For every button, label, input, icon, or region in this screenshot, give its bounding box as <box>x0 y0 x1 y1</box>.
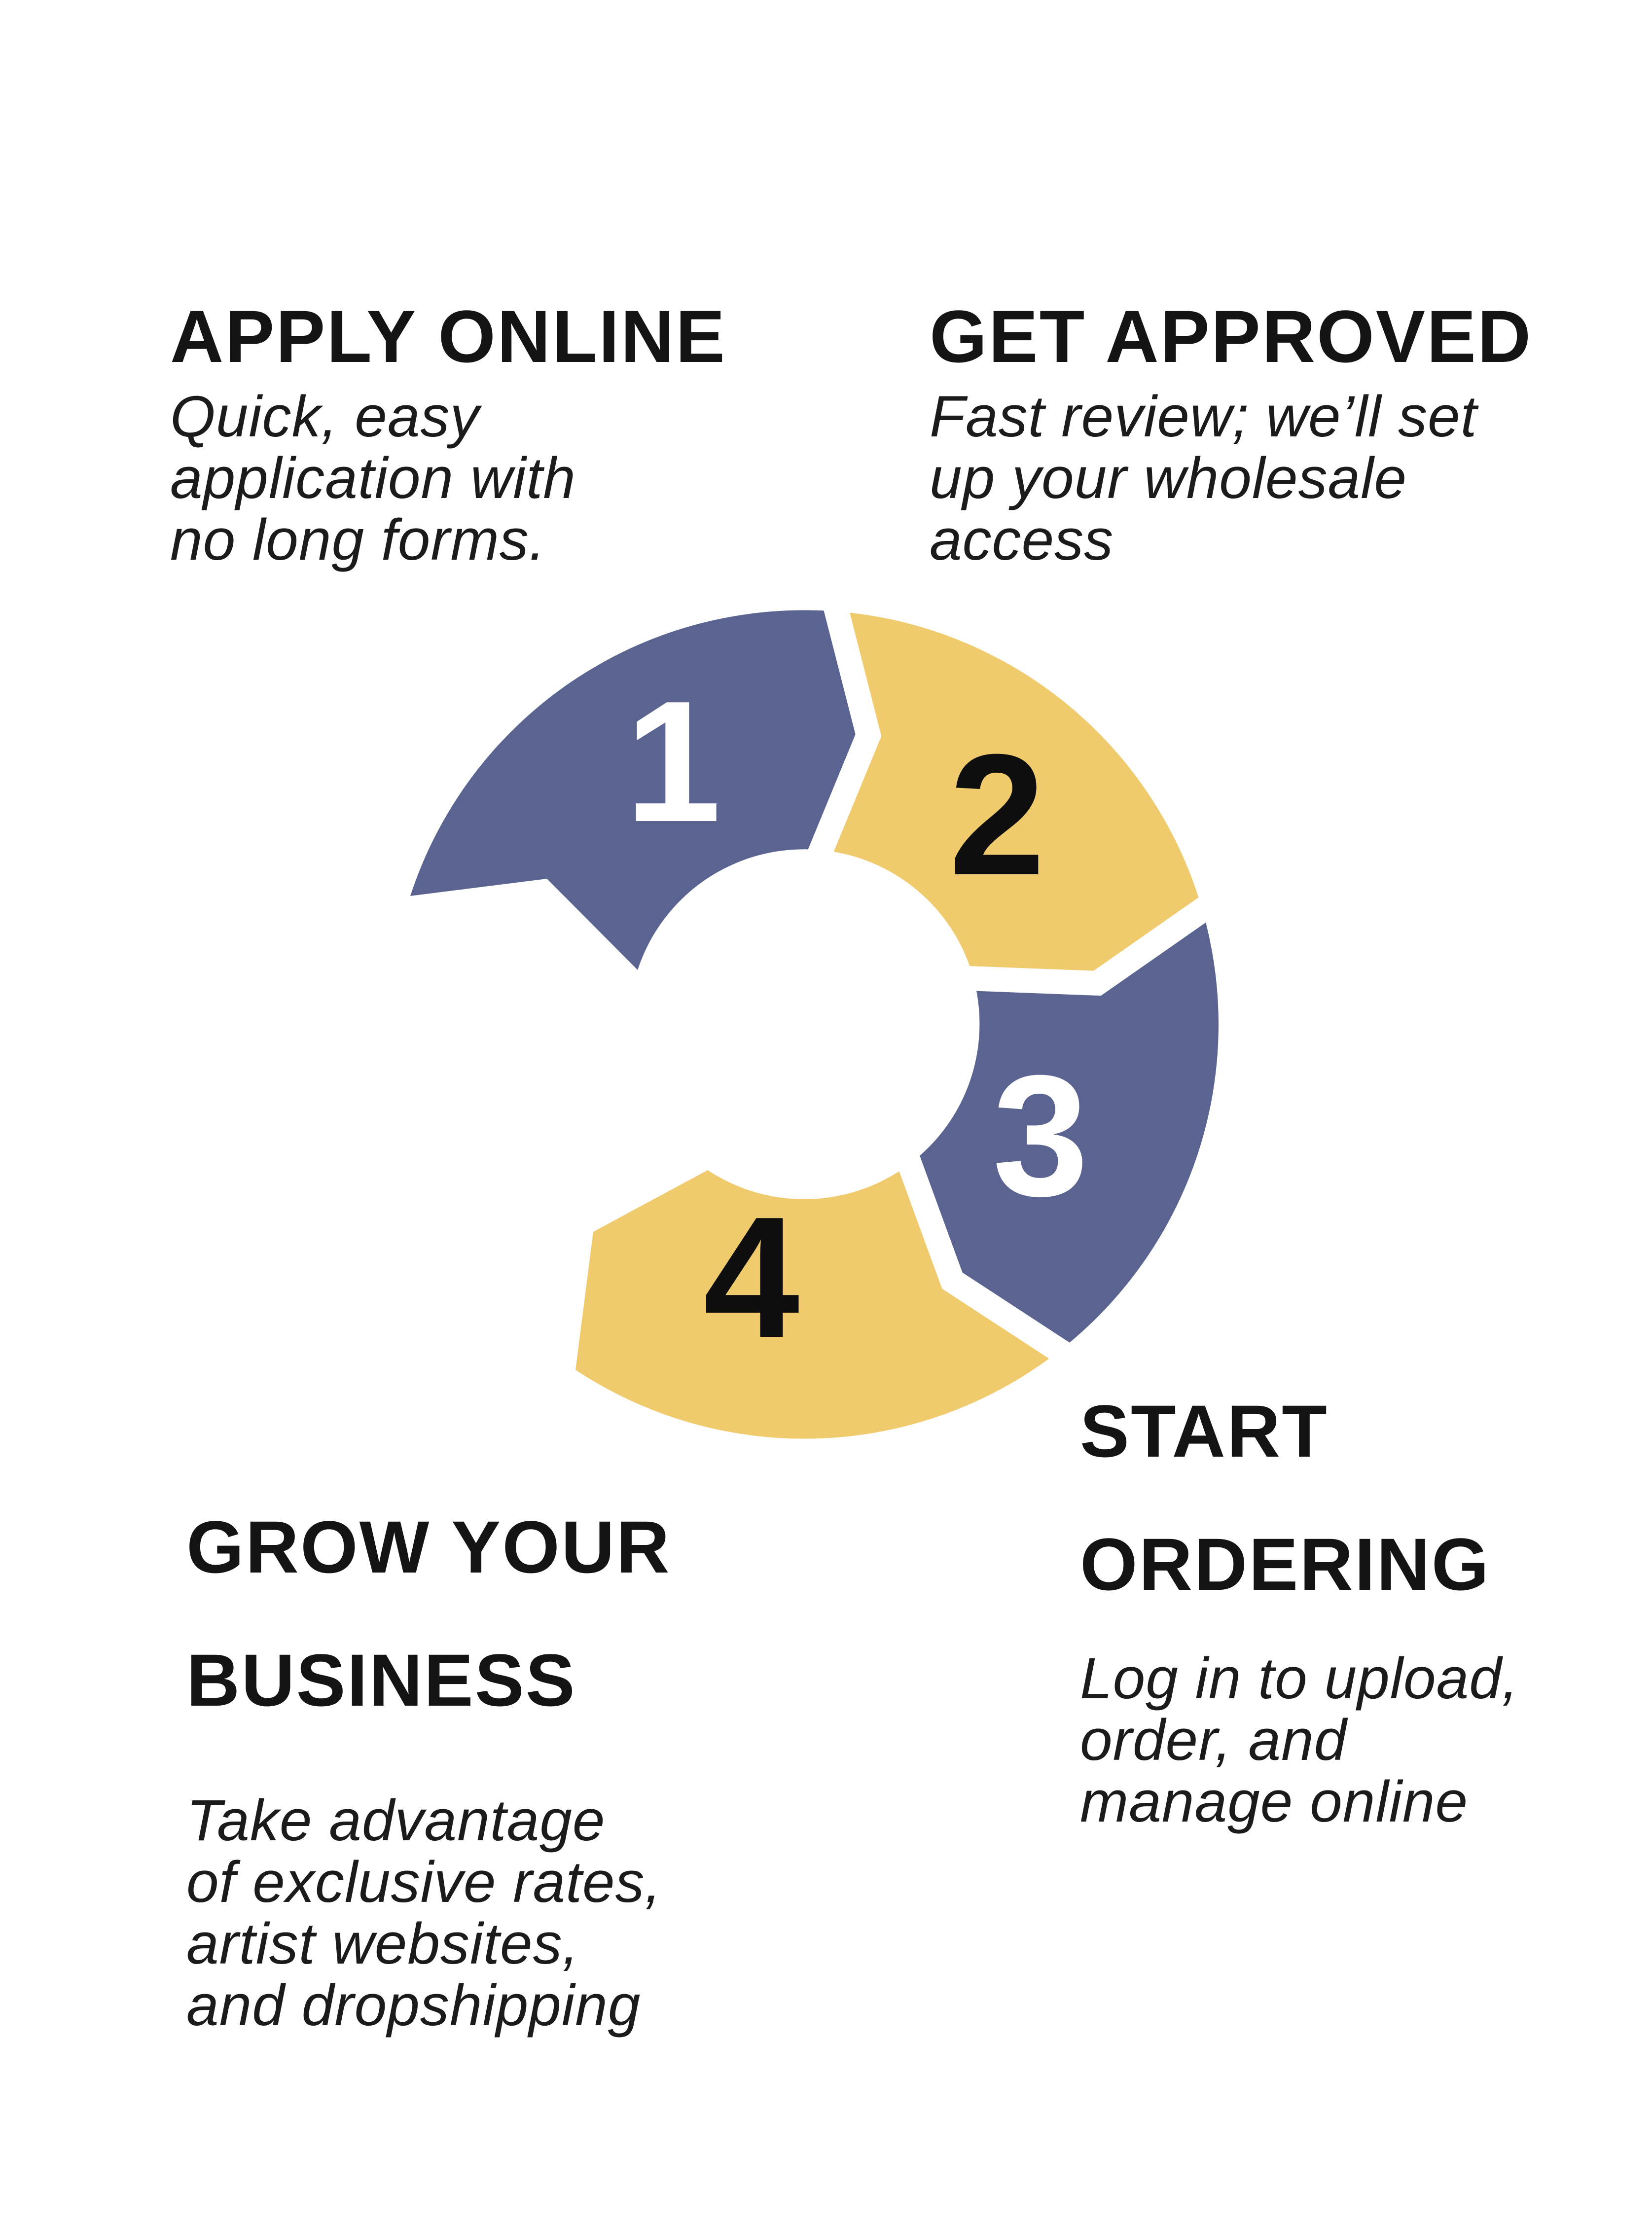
step-3-description: Log in to upload, order, and manage onli… <box>1080 1646 1519 1835</box>
segment-1-arrow <box>410 610 868 970</box>
step-number-3: 3 <box>992 1039 1089 1232</box>
step-2-description-block: Fast review; we’ll set up your wholesale… <box>930 386 1477 571</box>
segment-3-arrow <box>914 903 1219 1346</box>
segment-2-arrow <box>815 611 1200 983</box>
step-2-block: GET APPROVED <box>930 270 1532 403</box>
step-1-block: APPLY ONLINE <box>170 270 726 403</box>
step-3-description-block: Log in to upload, order, and manage onli… <box>1080 1646 1519 1835</box>
step-1-title: APPLY ONLINE <box>170 295 726 378</box>
step-number-1: 1 <box>625 665 721 858</box>
segment-4-arrow <box>575 1160 1065 1439</box>
step-3-title: START ORDERING <box>1080 1390 1491 1606</box>
step-number-2: 2 <box>949 718 1045 911</box>
step-4-description: Take advantage of exclusive rates, artis… <box>186 1788 662 2039</box>
divider-2-3 <box>955 886 1229 996</box>
step-1-description-block: Quick, easy application with no long for… <box>170 386 576 571</box>
step-4-title: GROW YOUR BUSINESS <box>186 1505 671 1721</box>
step-4-description-block: Take advantage of exclusive rates, artis… <box>186 1790 661 2037</box>
step-4-block: GROW YOUR BUSINESS <box>186 1480 671 1747</box>
step-2-title: GET APPROVED <box>930 295 1533 378</box>
divider-3-4 <box>892 1143 1086 1374</box>
step-3-block: START ORDERING <box>1080 1364 1490 1631</box>
divider-1-2 <box>802 585 882 872</box>
step-1-description: Quick, easy application with no long for… <box>170 384 576 573</box>
step-number-4: 4 <box>703 1181 800 1374</box>
step-2-description: Fast review; we’ll set up your wholesale… <box>930 384 1477 573</box>
